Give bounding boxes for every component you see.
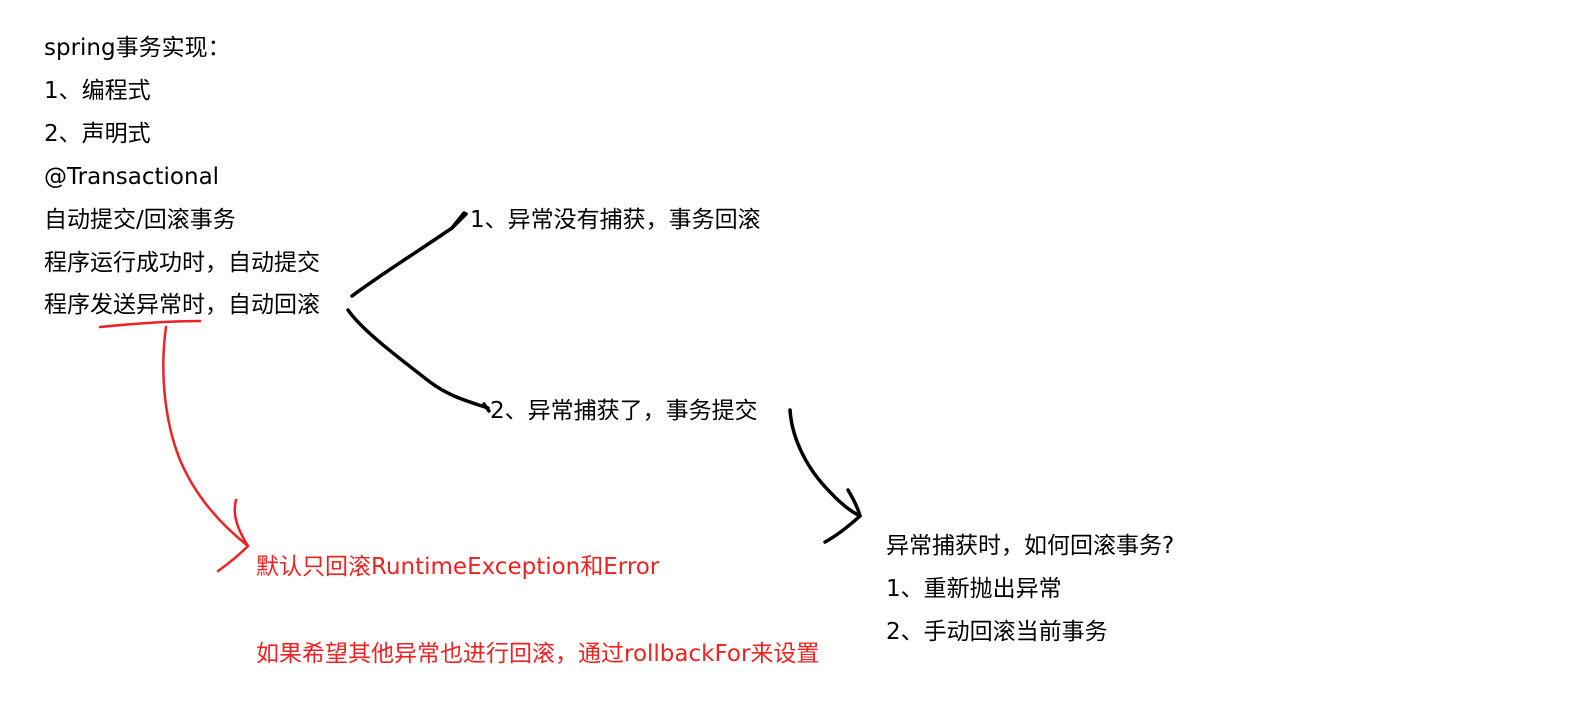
- notes-title: spring事务实现：: [44, 35, 231, 61]
- branch-line-caught: [346, 308, 490, 410]
- red-note-default-rollback: 默认只回滚RuntimeException和Error: [256, 554, 660, 580]
- rollback-option-rethrow: 1、重新抛出异常: [886, 576, 1062, 602]
- branch-uncaught: 1、异常没有捕获，事务回滚: [470, 207, 761, 233]
- note-auto-tx: 自动提交/回滚事务: [44, 207, 236, 233]
- curved-arrow-head: [823, 488, 862, 544]
- red-arrow-head: [216, 498, 250, 573]
- red-curved-arrow: [162, 325, 250, 548]
- red-underline: [98, 319, 202, 329]
- red-note-rollback-for: 如果希望其他异常也进行回滚，通过rollbackFor来设置: [256, 641, 820, 667]
- rollback-question-title: 异常捕获时，如何回滚事务?: [886, 533, 1175, 559]
- note-success: 程序运行成功时，自动提交: [44, 250, 320, 276]
- branch-arrow-tick-uncaught: [450, 211, 466, 230]
- note-exception: 程序发送异常时，自动回滚: [44, 292, 320, 318]
- curved-arrow-to-question: [788, 408, 862, 518]
- branch-line-uncaught: [350, 212, 468, 298]
- rollback-option-manual: 2、手动回滚当前事务: [886, 619, 1108, 645]
- note-annotation: @Transactional: [44, 164, 220, 190]
- note-programmatic: 1、编程式: [44, 78, 151, 104]
- note-declarative: 2、声明式: [44, 121, 151, 147]
- branch-arrow-tick-caught: [482, 402, 491, 413]
- branch-caught: 2、异常捕获了，事务提交: [490, 398, 758, 424]
